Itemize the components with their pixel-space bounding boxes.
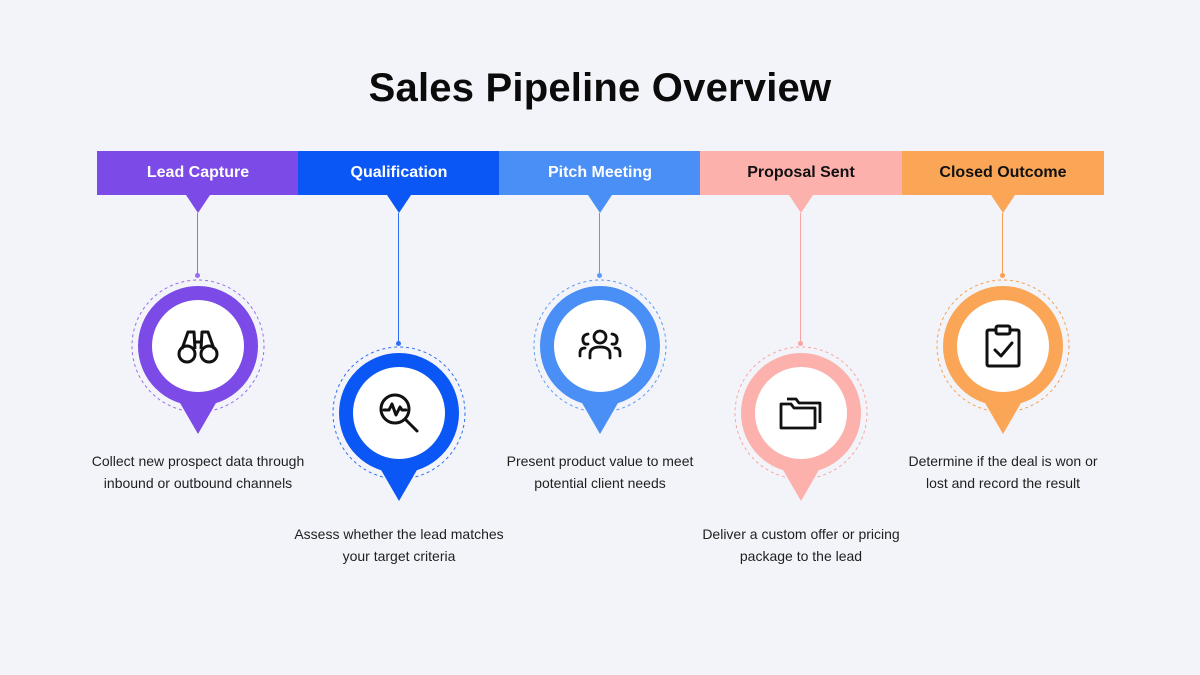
stage-pin — [332, 346, 466, 506]
stage-description: Assess whether the lead matches your tar… — [294, 526, 504, 564]
connector-dot — [195, 273, 200, 278]
stage-header: Lead Capture — [97, 151, 299, 195]
stage-pitch-meeting: Pitch Meeting Present product value to m… — [499, 151, 701, 631]
clipboard-check-icon — [973, 316, 1033, 376]
page-title: Sales Pipeline Overview — [368, 66, 832, 110]
stage-header: Pitch Meeting — [499, 151, 701, 195]
connector-dot — [1000, 273, 1005, 278]
stage-proposal-sent: Proposal Sent Deliver a custom offer or … — [700, 151, 902, 631]
stage-pin — [533, 279, 667, 439]
header-pointer — [991, 195, 1015, 213]
stage-description: Collect new prospect data through inboun… — [91, 453, 305, 491]
stage-pin — [734, 346, 868, 506]
connector-dot — [396, 341, 401, 346]
connector-line — [398, 213, 400, 343]
stage-description: Deliver a custom offer or pricing packag… — [702, 526, 900, 564]
connector-line — [197, 213, 199, 276]
stage-header: Proposal Sent — [700, 151, 902, 195]
stage-label: Qualification — [350, 164, 448, 181]
stage-closed-outcome: Closed Outcome Determine if the deal is … — [902, 151, 1104, 631]
stage-label: Proposal Sent — [747, 164, 855, 181]
connector-line — [599, 213, 601, 276]
header-pointer — [588, 195, 612, 213]
connector-dot — [798, 341, 803, 346]
header-pointer — [186, 195, 210, 213]
stage-pin — [936, 279, 1070, 439]
stage-label: Lead Capture — [146, 164, 250, 181]
stage-label: Pitch Meeting — [547, 164, 652, 181]
binoculars-icon — [168, 316, 228, 376]
stage-header: Closed Outcome — [902, 151, 1104, 195]
stage-description: Determine if the deal is won or lost and… — [908, 453, 1098, 491]
connector-line — [800, 213, 802, 343]
people-group-icon — [570, 316, 630, 376]
stage-pin — [131, 279, 265, 439]
folder-icon — [771, 383, 831, 443]
header-pointer — [387, 195, 411, 213]
stage-label: Closed Outcome — [939, 164, 1067, 181]
connector-dot — [597, 273, 602, 278]
header-pointer — [789, 195, 813, 213]
stage-header: Qualification — [298, 151, 500, 195]
stage-lead-capture: Lead Capture Collect new prospect data t… — [92, 151, 304, 631]
magnifier-pulse-icon — [369, 383, 429, 443]
stage-description: Present product value to meet potential … — [506, 453, 694, 491]
stage-qualification: Qualification Assess whether the lead ma… — [294, 151, 504, 631]
connector-line — [1002, 213, 1004, 276]
